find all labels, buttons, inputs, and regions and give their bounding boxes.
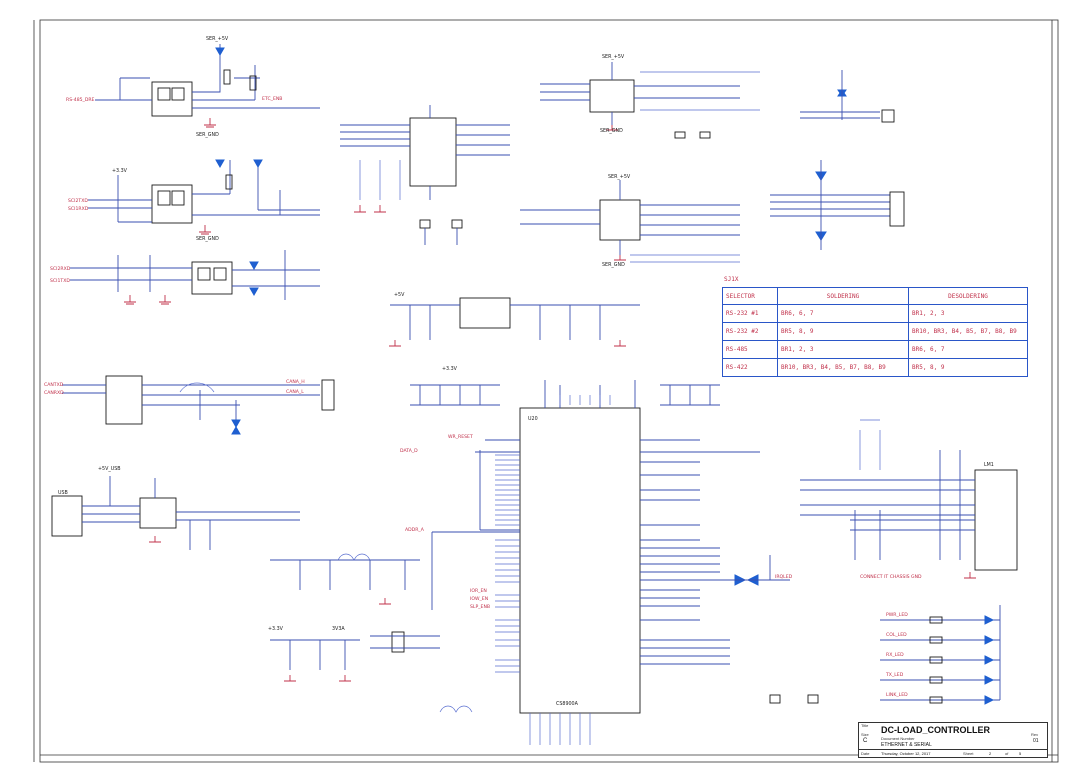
- title-block-sheet-num: 2: [989, 751, 992, 756]
- transceiver-u14: [340, 105, 510, 245]
- title-block-rev: 01: [1033, 738, 1039, 744]
- net-led-1: COL_LED: [886, 632, 907, 638]
- jumper-col-desoldering: DESOLDERING: [908, 287, 1028, 305]
- decoupling-caps: [410, 384, 720, 406]
- net-led-0: PWR_LED: [886, 612, 908, 618]
- v33-label-1: +3.3V: [112, 168, 128, 174]
- ethernet-jack-refdes: LM1: [984, 462, 994, 468]
- net-led-4: LINK_LED: [886, 692, 908, 698]
- usb-block: [51, 476, 300, 550]
- table-cell: BR1, 2, 3: [908, 304, 1028, 323]
- test-points: [769, 694, 819, 704]
- ser-gnd-label-2: SER_GND: [196, 236, 219, 242]
- v5-label-1: +5V: [394, 292, 405, 298]
- net-bus-4: IOW_EN: [470, 596, 488, 602]
- title-block-sheet-name: ETHERNET & SERIAL: [881, 742, 932, 748]
- rs232-driver: [520, 180, 740, 263]
- net-left-top-1: ETC_ENB: [262, 96, 282, 102]
- irq-led-block: [700, 555, 790, 586]
- net-left-low-0: SCI2RXD: [50, 266, 71, 272]
- net-can-0: CANTXD: [44, 382, 64, 388]
- tvs-protection-top: [800, 70, 895, 123]
- main-ethernet-controller: [431, 380, 760, 745]
- power-rail-3v3a: [270, 639, 360, 682]
- table-row: RS-485 BR1, 2, 3 BR6, 6, 7: [722, 340, 1028, 359]
- ethernet-magnetics: [800, 419, 1018, 579]
- table-cell: RS-232 #1: [722, 304, 778, 323]
- net-left-low-1: SCI1TXD: [50, 278, 70, 284]
- v33-label-3: +3.3V: [268, 626, 284, 632]
- net-left-mid-1: SCI1RXD: [68, 206, 89, 212]
- status-leds: [880, 605, 1001, 705]
- table-cell: RS-422: [722, 358, 778, 377]
- jumper-col-soldering: SOLDERING: [777, 287, 909, 305]
- table-row: RS-232 #1 BR6, 6, 7 BR1, 2, 3: [722, 304, 1028, 323]
- title-block-doc-label: Document Number: [881, 736, 915, 741]
- net-can-h: CANA_H: [286, 379, 305, 385]
- ethernet-chassis-note: CONNECT IT CHASSIS GND: [860, 574, 922, 580]
- title-block-size-label: Size: [861, 732, 869, 737]
- title-block-divider: [859, 749, 1047, 750]
- table-row: RS-422 BR10, BR3, B4, B5, B7, B8, B9 BR5…: [722, 358, 1028, 377]
- table-cell: BR1, 2, 3: [777, 340, 909, 359]
- optocoupler-block-1: [95, 44, 320, 128]
- can-transceiver: [62, 375, 335, 435]
- title-block-date-label: Date: [861, 751, 870, 756]
- net-bus-1: DATA_D: [400, 448, 418, 454]
- power-regulator: [389, 297, 640, 347]
- title-block: Title Size C DC-LOAD_CONTROLLER Document…: [858, 722, 1048, 758]
- jumper-col-selector: SELECTOR: [722, 287, 778, 305]
- table-cell: BR5, 8, 9: [908, 358, 1028, 377]
- table-cell: RS-232 #2: [722, 322, 778, 341]
- net-bus-2: ADDR_A: [405, 527, 425, 533]
- net-can-1: CANRXD: [44, 390, 64, 396]
- optocoupler-block-2: [88, 159, 320, 235]
- title-block-of-label: of: [1005, 751, 1009, 756]
- jumper-table-caption: SJ1X: [724, 276, 739, 283]
- title-block-rev-label: Rev: [1031, 732, 1039, 737]
- ser-gnd-label-4: SER_GND: [602, 262, 625, 268]
- table-cell: BR10, BR3, B4, B5, B7, B8, B9: [777, 358, 909, 377]
- net-irqled: IRQLED: [775, 574, 793, 580]
- net-bus-5: SLP_ENB: [470, 604, 490, 610]
- table-cell: RS-485: [722, 340, 778, 359]
- ser-gnd-label-1: SER_GND: [196, 132, 219, 138]
- net-led-2: RX_LED: [886, 652, 904, 658]
- usb-label: USB: [58, 490, 68, 496]
- table-cell: BR5, 8, 9: [777, 322, 909, 341]
- usb-net-label: +5V_USB: [98, 466, 121, 472]
- title-block-file-label: Title: [861, 723, 869, 728]
- optocoupler-block-3: [70, 250, 320, 305]
- tvs-protection-mid: [770, 160, 905, 250]
- ser-5v-label-1: SER_+5V: [206, 36, 229, 42]
- main-chip-refdes: U20: [528, 416, 538, 422]
- table-cell: BR6, 6, 7: [777, 304, 909, 323]
- title-block-size: C: [863, 738, 868, 744]
- table-row: RS-232 #2 BR5, 8, 9 BR10, BR3, B4, B5, B…: [722, 322, 1028, 341]
- net-left-top-0: RS-485_DRE: [66, 97, 95, 103]
- title-block-sheet-total: 5: [1019, 751, 1022, 756]
- net-led-3: TX_LED: [885, 672, 904, 678]
- table-cell: BR6, 6, 7: [908, 340, 1028, 359]
- table-cell: BR10, BR3, B4, B5, B7, B8, B9: [908, 322, 1028, 341]
- v33-label-2: +3.3V: [442, 366, 458, 372]
- ser-5v-label-2: SER_+5V: [602, 54, 625, 60]
- rs485-transceiver: [540, 62, 760, 139]
- net-bus-3: IOR_EN: [470, 588, 487, 594]
- net-bus-0: WR_RESET: [448, 434, 473, 440]
- title-block-date: Thursday, October 12, 2017: [881, 751, 931, 756]
- main-chip-name: CS8900A: [556, 701, 579, 707]
- jumper-table: SELECTOR SOLDERING DESOLDERING RS-232 #1…: [722, 287, 1028, 377]
- ser-gnd-label-3: SER_GND: [600, 128, 623, 134]
- jumper-table-header: SELECTOR SOLDERING DESOLDERING: [722, 287, 1028, 305]
- title-block-title: DC-LOAD_CONTROLLER: [881, 725, 990, 735]
- title-block-sheet-label: Sheet: [963, 751, 974, 756]
- ser-5v-label-3: SER_+5V: [608, 174, 631, 180]
- ferrite-filter: [270, 553, 420, 605]
- net-left-mid-0: SCI2TXD: [68, 198, 88, 204]
- net-can-l: CANA_L: [286, 389, 304, 395]
- crystal-osc: [370, 631, 473, 713]
- v33a-label-1: 3V3A: [332, 626, 345, 632]
